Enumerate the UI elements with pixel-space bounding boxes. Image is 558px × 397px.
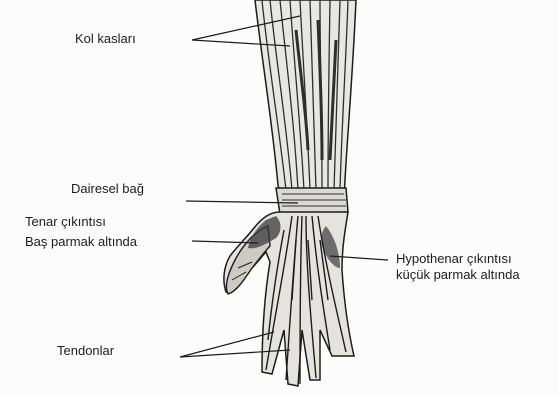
label-wrist-ligament: Dairesel bağ (71, 180, 144, 197)
label-hypothenar-line1: Hypothenar çıkıntısı (396, 250, 512, 267)
wrist-band (276, 188, 348, 214)
label-thenar-line2: Baş parmak altında (25, 233, 137, 250)
label-arm-muscles: Kol kasları (75, 30, 136, 47)
label-thenar-line1: Tenar çıkıntısı (25, 213, 106, 230)
label-tendons: Tendonlar (57, 342, 114, 359)
label-hypothenar-line2: küçük parmak altında (396, 266, 520, 283)
